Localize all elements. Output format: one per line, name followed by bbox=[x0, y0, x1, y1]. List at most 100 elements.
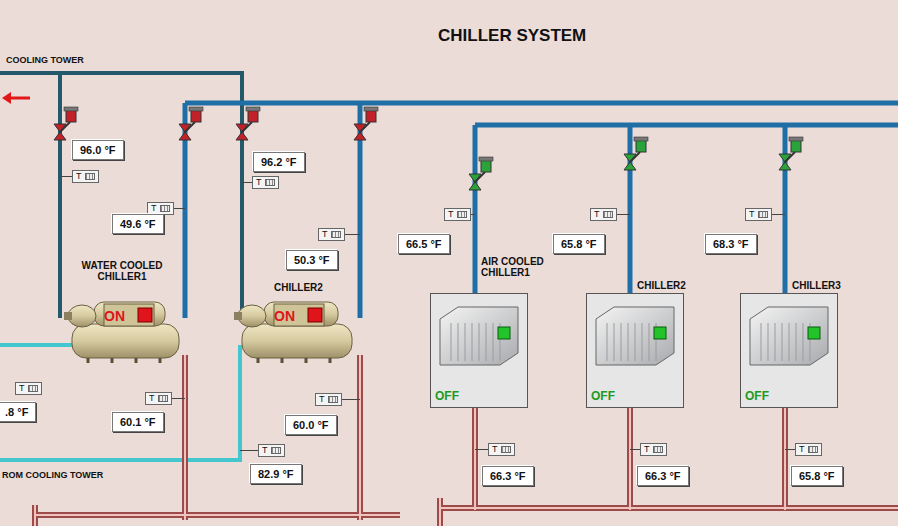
sensor-lead bbox=[342, 399, 361, 400]
temperature-display: 66.5 °F bbox=[398, 234, 450, 254]
temperature-value: .8 °F bbox=[5, 406, 28, 418]
chiller-name: CHILLER2 bbox=[637, 280, 707, 291]
temperature-value: 60.0 °F bbox=[293, 419, 329, 431]
water-chiller-drawing bbox=[234, 302, 352, 363]
sensor-letter: T bbox=[262, 445, 268, 456]
water-chiller-unit: CHILLER2ON bbox=[238, 300, 356, 363]
return-pipe bbox=[35, 512, 400, 518]
return-pipe bbox=[629, 408, 631, 510]
temperature-value: 96.2 °F bbox=[261, 156, 297, 168]
temperature-display: 66.3 °F bbox=[482, 466, 534, 486]
chilled-water-pipe bbox=[473, 125, 478, 293]
temperature-value: 66.3 °F bbox=[490, 470, 526, 482]
sensor-icon bbox=[501, 446, 511, 453]
chilled-water-pipe bbox=[783, 125, 788, 293]
valve-symbol bbox=[469, 157, 493, 190]
pipe-label: COOLING TOWER bbox=[6, 55, 84, 65]
sensor-tag: T bbox=[315, 393, 342, 406]
pipe-label: ROM COOLING TOWER bbox=[2, 470, 103, 480]
chiller-name: CHILLER3 bbox=[792, 280, 862, 291]
temperature-display: 49.6 °F bbox=[112, 214, 164, 234]
temperature-value: 50.3 °F bbox=[294, 254, 330, 266]
temperature-display: 60.0 °F bbox=[285, 415, 337, 435]
sensor-tag: T bbox=[488, 443, 515, 456]
return-pipe bbox=[184, 355, 186, 520]
chiller-status: ON bbox=[104, 308, 125, 324]
sensor-tag: T bbox=[252, 176, 279, 189]
temperature-value: 66.3 °F bbox=[645, 470, 681, 482]
sensor-icon bbox=[758, 211, 768, 218]
sensor-icon bbox=[603, 211, 613, 218]
temperature-value: 65.8 °F bbox=[799, 470, 835, 482]
sensor-tag: T bbox=[640, 443, 667, 456]
sensor-letter: T bbox=[19, 383, 25, 394]
sensor-letter: T bbox=[151, 203, 157, 214]
return-pipe bbox=[440, 505, 898, 511]
sensor-lead bbox=[240, 450, 258, 451]
chilled-water-pipe bbox=[628, 125, 633, 293]
temperature-display: 50.3 °F bbox=[286, 250, 338, 270]
return-pipe bbox=[437, 498, 443, 526]
sensor-tag: T bbox=[15, 382, 42, 395]
sensor-lead bbox=[345, 234, 361, 235]
diagram-title: CHILLER SYSTEM bbox=[438, 26, 586, 46]
sensor-tag: T bbox=[590, 208, 617, 221]
temperature-display: .8 °F bbox=[0, 402, 36, 422]
sensor-lead bbox=[785, 449, 795, 450]
sensor-letter: T bbox=[322, 229, 328, 240]
air-chiller-unit: CHILLER3OFF bbox=[740, 293, 838, 408]
sensor-lead bbox=[172, 398, 186, 399]
water-chiller-unit: WATER COOLED CHILLER1ON bbox=[68, 300, 183, 363]
sensor-letter: T bbox=[492, 444, 498, 455]
air-chiller-unit: AIR COOLED CHILLER1OFF bbox=[430, 293, 528, 408]
return-pipe bbox=[627, 408, 633, 510]
condenser-supply-pipe bbox=[58, 73, 62, 318]
return-pipe bbox=[474, 408, 476, 510]
sensor-letter: T bbox=[799, 444, 805, 455]
valve-symbol bbox=[624, 137, 648, 170]
valve-symbol bbox=[354, 107, 378, 140]
sensor-icon bbox=[328, 396, 338, 403]
valve-symbol bbox=[779, 137, 803, 170]
temperature-value: 96.0 °F bbox=[80, 144, 116, 156]
sensor-icon bbox=[808, 446, 818, 453]
valve-symbol bbox=[179, 107, 203, 140]
sensor-letter: T bbox=[149, 393, 155, 404]
return-pipe bbox=[472, 408, 478, 510]
temperature-display: 66.3 °F bbox=[637, 466, 689, 486]
sensor-icon bbox=[265, 179, 275, 186]
sensor-lead bbox=[475, 449, 488, 450]
condenser-supply-pipe bbox=[0, 73, 242, 318]
flow-arrow-head bbox=[2, 92, 11, 104]
chiller-status: OFF bbox=[745, 389, 769, 403]
temperature-display: 82.9 °F bbox=[250, 464, 302, 484]
sensor-letter: T bbox=[256, 177, 262, 188]
condenser-return-pipe bbox=[0, 343, 72, 347]
return-pipe bbox=[782, 408, 788, 510]
temperature-value: 65.8 °F bbox=[561, 238, 597, 250]
temperature-display: 68.3 °F bbox=[705, 234, 757, 254]
sensor-icon bbox=[457, 211, 467, 218]
temperature-display: 96.0 °F bbox=[72, 140, 124, 160]
air-chiller-drawing bbox=[586, 293, 684, 408]
temperature-value: 68.3 °F bbox=[713, 238, 749, 250]
air-chiller-drawing bbox=[740, 293, 838, 408]
temperature-display: 60.1 °F bbox=[112, 412, 164, 432]
return-pipe bbox=[357, 355, 363, 520]
sensor-letter: T bbox=[594, 209, 600, 220]
sensor-icon bbox=[271, 447, 281, 454]
sensor-lead bbox=[471, 214, 476, 215]
sensor-icon bbox=[331, 231, 341, 238]
air-chiller-drawing bbox=[430, 293, 528, 408]
temperature-value: 82.9 °F bbox=[258, 468, 294, 480]
sensor-icon bbox=[158, 395, 168, 402]
sensor-lead bbox=[60, 176, 72, 177]
chiller-name: WATER COOLED CHILLER1 bbox=[70, 260, 174, 282]
sensor-tag: T bbox=[745, 208, 772, 221]
return-pipe bbox=[35, 514, 400, 516]
sensor-lead bbox=[242, 182, 252, 183]
chiller-status: OFF bbox=[591, 389, 615, 403]
sensor-letter: T bbox=[749, 209, 755, 220]
sensor-tag: T bbox=[444, 208, 471, 221]
sensor-tag: T bbox=[145, 392, 172, 405]
